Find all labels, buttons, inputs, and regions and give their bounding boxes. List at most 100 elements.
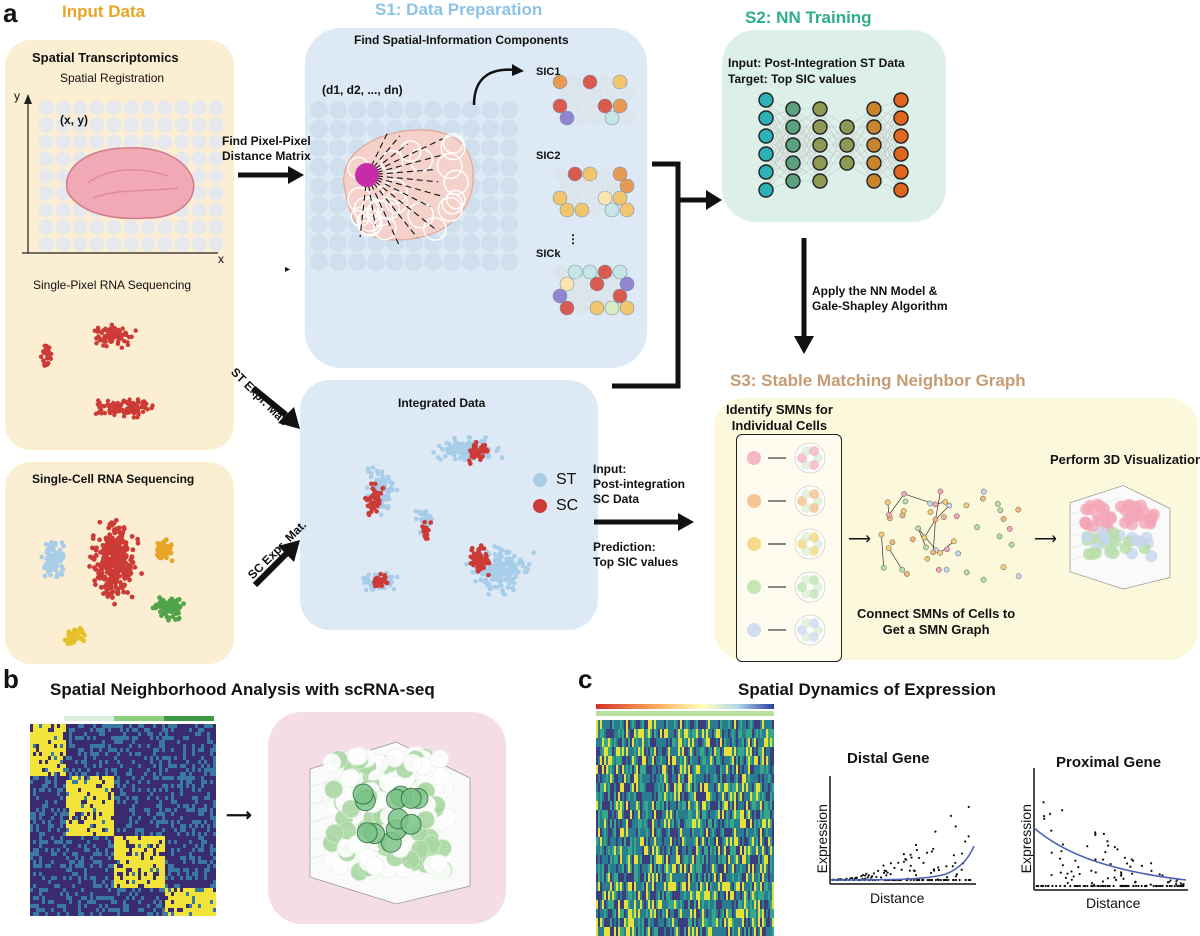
st-point (364, 485, 370, 491)
heat-cell (39, 788, 42, 792)
heat-cell (135, 832, 138, 836)
heat-cell (51, 880, 54, 884)
heat-cell (153, 768, 156, 772)
heat-cell (141, 760, 144, 764)
heat-cell (123, 884, 126, 888)
heat-cell (60, 764, 63, 768)
heat-cell (36, 796, 39, 800)
identify-smn-label: Identify SMNs for Individual Cells (726, 402, 833, 434)
heat-cell (114, 780, 117, 784)
heat-cell (138, 740, 141, 744)
heat-cell (96, 768, 99, 772)
heat-cell (54, 828, 57, 832)
grid-spot (405, 253, 423, 271)
heat-cell (177, 900, 180, 904)
heat-cell (63, 752, 66, 756)
heat-cell (138, 844, 141, 848)
heat-cell (48, 872, 51, 876)
heat-cell (114, 788, 117, 792)
heat-cell (51, 800, 54, 804)
heat-cell (72, 744, 75, 748)
heat-cell (123, 800, 126, 804)
distance-line (366, 138, 443, 176)
grid-spot (500, 139, 518, 157)
heat-cell (30, 788, 33, 792)
heat-cell (78, 732, 81, 736)
heat-cell (132, 816, 135, 820)
heat-cell (93, 860, 96, 864)
graph-node (942, 499, 949, 505)
heat-cell (90, 792, 93, 796)
heat-cell (75, 728, 78, 732)
heat-cell (192, 788, 195, 792)
heat-cell (141, 772, 144, 776)
heat-cell (180, 844, 183, 848)
st-point (457, 455, 463, 461)
heat-cell (171, 768, 174, 772)
heat-cell (51, 892, 54, 896)
heat-cell (99, 736, 102, 740)
heat-cell (117, 844, 120, 848)
heat-cell (105, 732, 108, 736)
heat-cell (141, 864, 144, 868)
heat-cell (147, 804, 150, 808)
heat-cell (129, 740, 132, 744)
nn-node (785, 155, 801, 171)
heat-cell (141, 852, 144, 856)
heat-cell (165, 796, 168, 800)
heat-cell (156, 752, 159, 756)
heat-cell (66, 796, 69, 800)
heat-cell (135, 864, 138, 868)
heat-cell (33, 844, 36, 848)
heat-cell (81, 800, 84, 804)
heat-cell (99, 892, 102, 896)
heat-cell (81, 732, 84, 736)
heat-cell (60, 864, 63, 868)
heat-cell (39, 876, 42, 880)
heat-cell (177, 836, 180, 840)
heat-cell (168, 908, 171, 912)
heat-cell (123, 872, 126, 876)
heat-cell (33, 748, 36, 752)
heat-cell (141, 776, 144, 780)
cell-point (173, 611, 179, 617)
heat-cell (156, 888, 159, 892)
heat-cell (36, 752, 39, 756)
heat-cell (99, 840, 102, 844)
distance-tissue-illustration (310, 101, 518, 271)
heat-cell (150, 852, 153, 856)
heat-cell (138, 788, 141, 792)
heat-cell (183, 776, 186, 780)
pixel-point (120, 326, 125, 331)
heat-cell (111, 848, 114, 852)
heat-cell (30, 868, 33, 872)
heat-cell (138, 852, 141, 856)
heat-cell (177, 872, 180, 876)
heat-cell (54, 824, 57, 828)
heat-cell (114, 808, 117, 812)
heat-cell (36, 776, 39, 780)
st-point (495, 584, 500, 590)
heat-cell (117, 776, 120, 780)
heat-cell (147, 884, 150, 888)
heat-cell (180, 876, 183, 880)
heat-cell (96, 792, 99, 796)
heat-cell (177, 756, 180, 760)
sc-point (376, 501, 382, 506)
heat-cell (60, 740, 63, 744)
heat-cell (177, 820, 180, 824)
sic-spot (598, 75, 612, 89)
heat-cell (60, 752, 63, 756)
heat-cell (78, 844, 81, 848)
heat-cell (54, 744, 57, 748)
heat-cell (162, 892, 165, 896)
heat-cell (75, 872, 78, 876)
cell-point (89, 555, 94, 560)
heat-cell (141, 856, 144, 860)
heat-cell (108, 792, 111, 796)
heat-cell (198, 752, 201, 756)
heat-cell (159, 768, 162, 772)
heat-cell (165, 856, 168, 860)
heat-cell (45, 828, 48, 832)
heat-cell (87, 892, 90, 896)
